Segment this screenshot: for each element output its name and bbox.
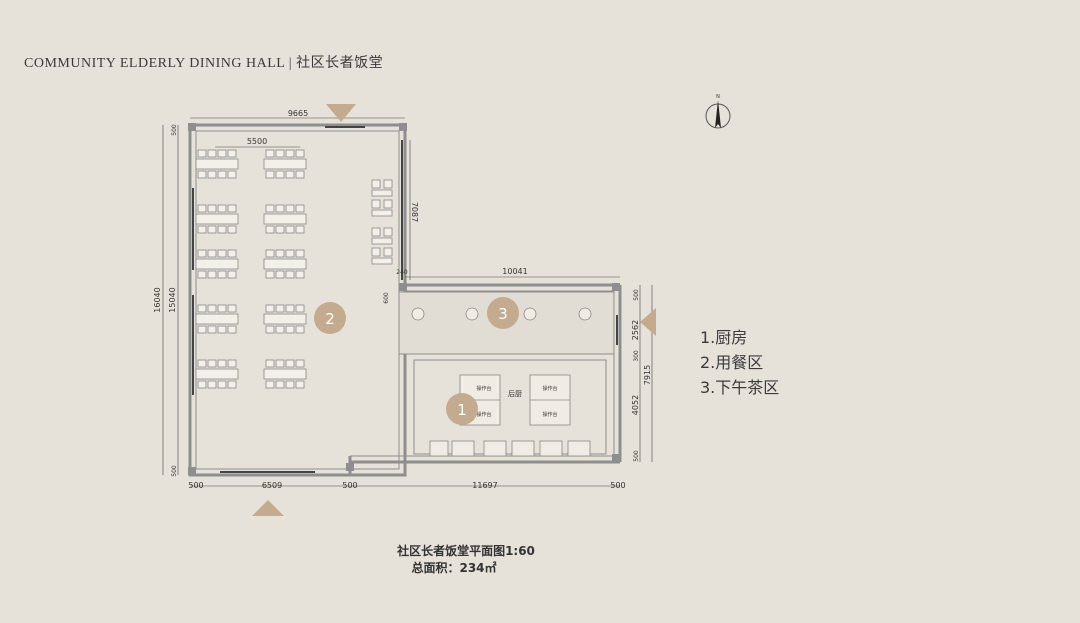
dim-4052: 4052 xyxy=(631,395,640,415)
counter-label: 操作台 xyxy=(542,411,557,418)
dining-table-group xyxy=(195,304,239,334)
dim-wing-height: 7087 xyxy=(410,202,419,222)
dim-500-bottom: 500 xyxy=(171,465,178,477)
dining-table-group xyxy=(263,359,307,389)
dim-240: 240 xyxy=(396,269,408,276)
dining-table-group xyxy=(195,249,239,279)
dim-right-500-top: 500 xyxy=(633,289,640,301)
svg-text:1: 1 xyxy=(457,401,467,419)
dining-table-group xyxy=(263,304,307,334)
counter-label: 操作台 xyxy=(476,411,491,418)
dim-bottom-500-b: 500 xyxy=(342,481,357,490)
windows xyxy=(192,126,618,473)
dim-300: 300 xyxy=(633,350,640,362)
wing-table xyxy=(371,199,393,217)
dim-bottom-left: 6509 xyxy=(262,481,282,490)
dim-600: 600 xyxy=(383,292,390,304)
dining-table-group xyxy=(263,249,307,279)
dim-7915: 7915 xyxy=(643,365,652,385)
dining-table-group xyxy=(195,359,239,389)
zone-marker-1: 1 xyxy=(446,393,478,425)
total-area: 总面积：234㎡ xyxy=(411,561,497,575)
svg-text:N: N xyxy=(716,94,720,100)
plan-title: 社区长者饭堂平面图1:60 xyxy=(397,544,535,558)
columns xyxy=(188,123,620,475)
north-arrow-icon: N xyxy=(705,94,731,129)
dim-2562: 2562 xyxy=(631,320,640,340)
dim-bottom-mid: 11697 xyxy=(472,481,497,490)
dim-bottom-500-c: 500 xyxy=(610,481,625,490)
dim-500-top: 500 xyxy=(171,124,178,136)
tea-tables xyxy=(411,307,592,321)
wing-table xyxy=(371,227,393,245)
entrance-marker-icon xyxy=(252,104,656,516)
svg-text:3: 3 xyxy=(498,305,508,323)
dining-tables xyxy=(195,149,393,389)
dim-bottom-500-a: 500 xyxy=(188,481,203,490)
svg-text:2: 2 xyxy=(325,310,335,328)
counter-label: 操作台 xyxy=(542,385,557,392)
dim-wing-width: 10041 xyxy=(502,267,527,276)
dim-height-outer: 16040 xyxy=(153,287,162,312)
dim-inner-span: 5500 xyxy=(247,137,267,146)
back-kitchen-label: 后厨 xyxy=(508,389,522,398)
wing-table xyxy=(371,179,393,197)
caption: 社区长者饭堂平面图1:60 总面积：234㎡ xyxy=(0,543,1080,577)
legend-item-kitchen: 1.厨房 xyxy=(700,328,748,347)
dining-table-group xyxy=(195,149,239,179)
dimension-lines xyxy=(162,117,653,487)
dim-top-width: 9665 xyxy=(288,109,308,118)
zone-marker-2: 2 xyxy=(314,302,346,334)
dining-table-group xyxy=(263,149,307,179)
legend-item-tea: 3.下午茶区 xyxy=(700,378,780,397)
page-title: COMMUNITY ELDERLY DINING HALL | 社区长者饭堂 xyxy=(24,56,384,71)
wing-table xyxy=(371,247,393,265)
dim-height-inner: 15040 xyxy=(168,287,177,312)
counter-label: 操作台 xyxy=(476,385,491,392)
kitchen-counters xyxy=(429,374,591,457)
legend-item-dining: 2.用餐区 xyxy=(700,353,764,372)
dim-right-500-bot: 500 xyxy=(633,450,640,462)
zone-marker-3: 3 xyxy=(487,297,519,329)
legend: 1.厨房 2.用餐区 3.下午茶区 xyxy=(700,325,779,400)
dining-table-group xyxy=(263,204,307,234)
dining-table-group xyxy=(195,204,239,234)
